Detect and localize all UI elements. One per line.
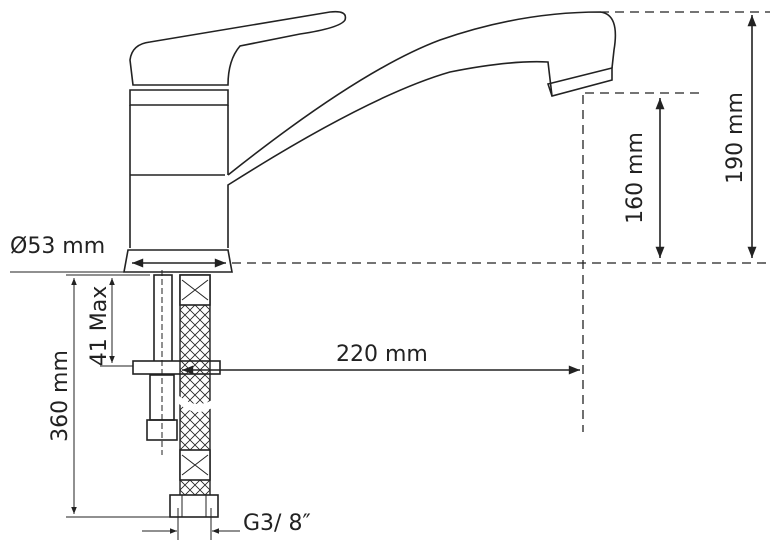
spout-height-label: 160 mm — [623, 132, 648, 224]
total-height-label: 190 mm — [723, 92, 748, 184]
base-flange — [123, 249, 233, 273]
handle-collar — [129, 89, 229, 106]
threaded-stud — [153, 274, 173, 363]
faucet-body — [123, 10, 617, 273]
spout-top — [227, 11, 617, 176]
aerator — [546, 66, 613, 97]
lever-handle — [129, 10, 347, 86]
spout-bottom — [227, 60, 553, 230]
deck-thickness-label: 41 Max — [87, 286, 112, 366]
reach-label: 220 mm — [336, 342, 428, 367]
base-diameter-label: Ø53 mm — [10, 234, 105, 259]
hose-length-label: 360 mm — [48, 350, 73, 442]
flexible-hose — [169, 274, 219, 518]
body-column — [129, 105, 229, 248]
thread-label: G3/ 8″ — [243, 511, 311, 536]
